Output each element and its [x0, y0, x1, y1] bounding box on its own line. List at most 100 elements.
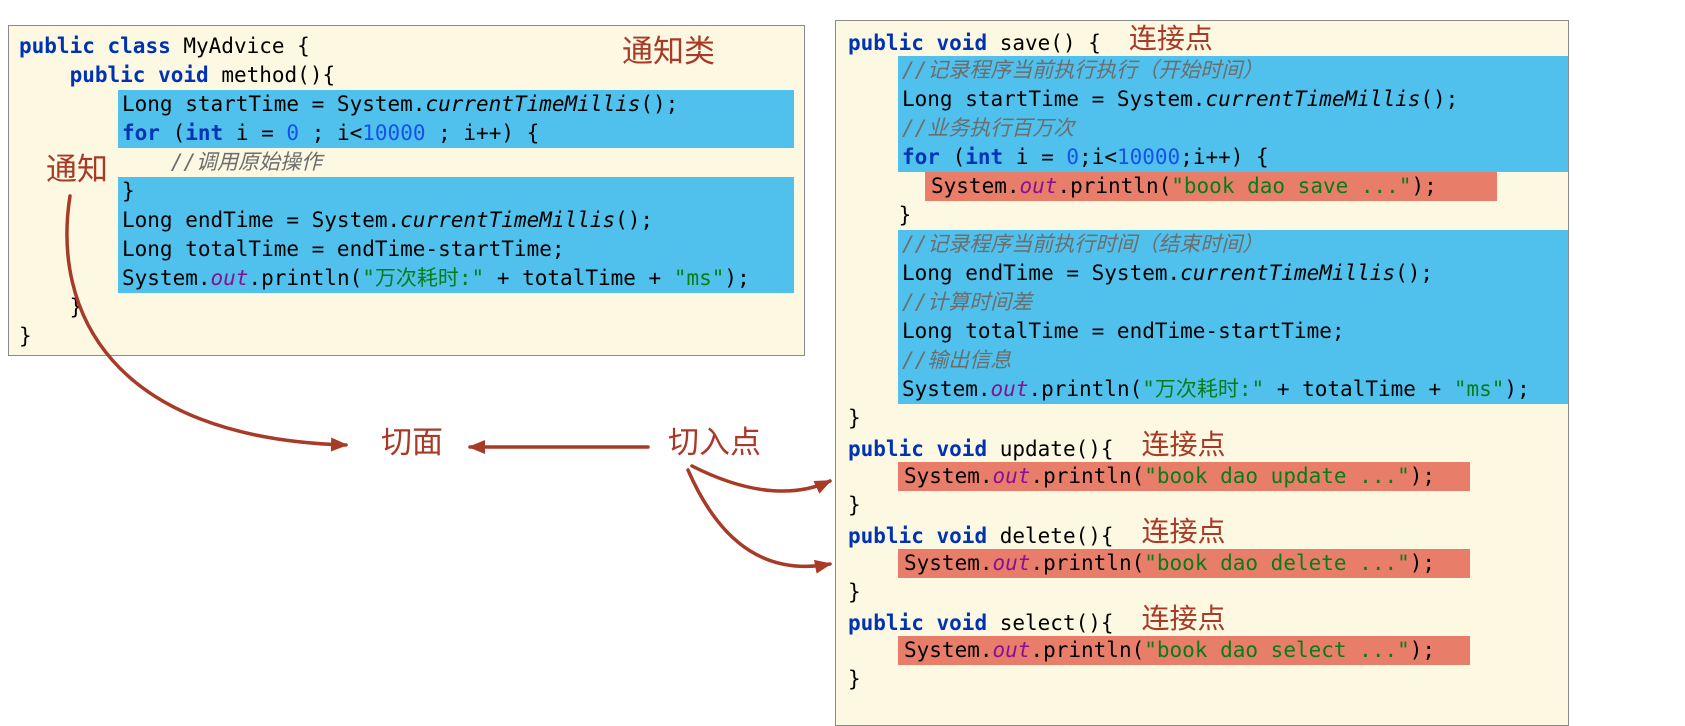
code-line: Long startTime = System.currentTimeMilli…	[118, 90, 794, 119]
code-token: //业务执行百万次	[902, 116, 1075, 140]
aspect-label: 切面	[381, 425, 443, 460]
code-line: System.out.println("book dao save ...");	[925, 172, 1497, 201]
code-token: Long totalTime = endTime-startTime;	[122, 237, 565, 261]
code-token: + totalTime +	[484, 266, 674, 290]
code-token: int	[965, 145, 1004, 169]
code-token: method(){	[208, 63, 336, 87]
code-token: }	[122, 179, 135, 203]
code-token: save() {	[987, 31, 1101, 55]
code-token: (	[159, 121, 186, 145]
code-token: );	[724, 266, 750, 290]
code-token: Long endTime = System.	[122, 208, 401, 232]
code-token: currentTimeMillis	[425, 92, 641, 116]
code-line: }	[19, 293, 804, 322]
code-line: public void select(){连接点	[848, 604, 1568, 636]
code-token: public	[848, 611, 924, 635]
code-token	[924, 31, 937, 55]
code-line: }	[848, 404, 1568, 433]
code-token: 0	[1066, 145, 1080, 169]
code-token: ();	[615, 208, 654, 232]
code-line: public void save() {连接点	[848, 24, 1568, 56]
code-line: System.out.println("book dao select ..."…	[898, 636, 1470, 665]
code-token: .println(	[1030, 551, 1145, 575]
code-token: out	[1019, 174, 1058, 198]
code-token: Long totalTime = endTime-startTime;	[902, 319, 1345, 343]
code-token: ;i++) {	[1180, 145, 1269, 169]
code-token: class	[107, 34, 171, 58]
code-line: Long totalTime = endTime-startTime;	[118, 235, 794, 264]
code-token: "万次耗时:"	[1142, 377, 1265, 401]
code-line: public void method(){	[19, 61, 804, 90]
arrow-pointcut-to-delete	[686, 468, 832, 574]
code-token: System.	[904, 551, 993, 575]
code-token: .println(	[1028, 377, 1143, 401]
code-token: //记录程序当前执行时间（结束时间）	[902, 232, 1264, 256]
advice-class-code: public class MyAdvice { public void meth…	[9, 26, 804, 351]
join-point-label: 连接点	[1141, 604, 1226, 635]
code-token: MyAdvice {	[170, 34, 310, 58]
code-line: //调用原始操作	[19, 148, 804, 177]
target-class-code: public void save() { 连接点 //记录程序当前执行执行（开始时间…	[836, 21, 1568, 694]
code-line: Long startTime = System.currentTimeMilli…	[898, 85, 1568, 114]
code-token: i =	[1003, 145, 1067, 169]
code-token: void	[936, 31, 988, 55]
join-point-label: 连接点	[1128, 24, 1213, 55]
code-token: .println(	[1030, 638, 1145, 662]
code-line: }	[848, 578, 1568, 607]
code-token: //调用原始操作	[19, 150, 323, 174]
code-line: }	[118, 177, 794, 206]
code-token: }	[848, 667, 861, 691]
code-token: //记录程序当前执行执行（开始时间）	[902, 58, 1264, 82]
join-point-label: 连接点	[1141, 517, 1226, 548]
code-line: //计算时间差	[898, 288, 1568, 317]
code-token: void	[158, 63, 209, 87]
code-line: System.out.println("book dao delete ..."…	[898, 549, 1470, 578]
code-token: + totalTime +	[1264, 377, 1454, 401]
code-token: }	[848, 493, 861, 517]
code-line: }	[848, 201, 1568, 230]
code-token: Long endTime = System.	[902, 261, 1181, 285]
code-line: for (int i = 0 ; i<10000 ; i++) {	[118, 119, 794, 148]
code-token: currentTimeMillis	[1205, 87, 1421, 111]
pointcut-label: 切入点	[668, 425, 761, 460]
code-token: out	[210, 266, 249, 290]
code-line: //输出信息	[898, 346, 1568, 375]
code-token: //计算时间差	[902, 290, 1033, 314]
code-token: delete(){	[987, 524, 1114, 548]
code-line: Long totalTime = endTime-startTime;	[898, 317, 1568, 346]
code-token: 0	[286, 121, 300, 145]
code-token: for	[902, 145, 940, 169]
code-token	[19, 63, 70, 87]
code-line: }	[848, 665, 1568, 694]
code-token: }	[848, 203, 912, 227]
code-token: int	[185, 121, 224, 145]
code-token: }	[848, 580, 861, 604]
code-token: out	[992, 638, 1031, 662]
code-token: public	[848, 437, 924, 461]
code-line: public class MyAdvice {	[19, 32, 804, 61]
code-line: public void delete(){连接点	[848, 517, 1568, 549]
code-token: .println(	[1057, 174, 1172, 198]
code-token: "ms"	[1453, 377, 1505, 401]
code-line: //记录程序当前执行执行（开始时间）	[898, 56, 1568, 85]
advice-label: 通知	[46, 152, 108, 187]
code-token: //输出信息	[902, 348, 1012, 372]
code-token: currentTimeMillis	[1180, 261, 1396, 285]
code-token: );	[1411, 174, 1437, 198]
code-token: System.	[904, 638, 993, 662]
code-token: out	[992, 551, 1031, 575]
code-line: }	[19, 322, 804, 351]
code-token: update(){	[987, 437, 1114, 461]
code-token: 10000	[362, 121, 426, 145]
code-token: "book dao select ..."	[1144, 638, 1410, 662]
code-token: Long startTime = System.	[902, 87, 1206, 111]
arrow-pointcut-to-update	[690, 464, 832, 494]
code-token: "book dao delete ..."	[1144, 551, 1410, 575]
code-line: System.out.println("万次耗时:" + totalTime +…	[898, 375, 1568, 404]
advice-class-label: 通知类	[622, 34, 715, 69]
code-token: ();	[640, 92, 679, 116]
code-line: Long endTime = System.currentTimeMillis(…	[898, 259, 1568, 288]
code-token: .println(	[248, 266, 363, 290]
code-token: select(){	[987, 611, 1114, 635]
code-token: );	[1504, 377, 1530, 401]
